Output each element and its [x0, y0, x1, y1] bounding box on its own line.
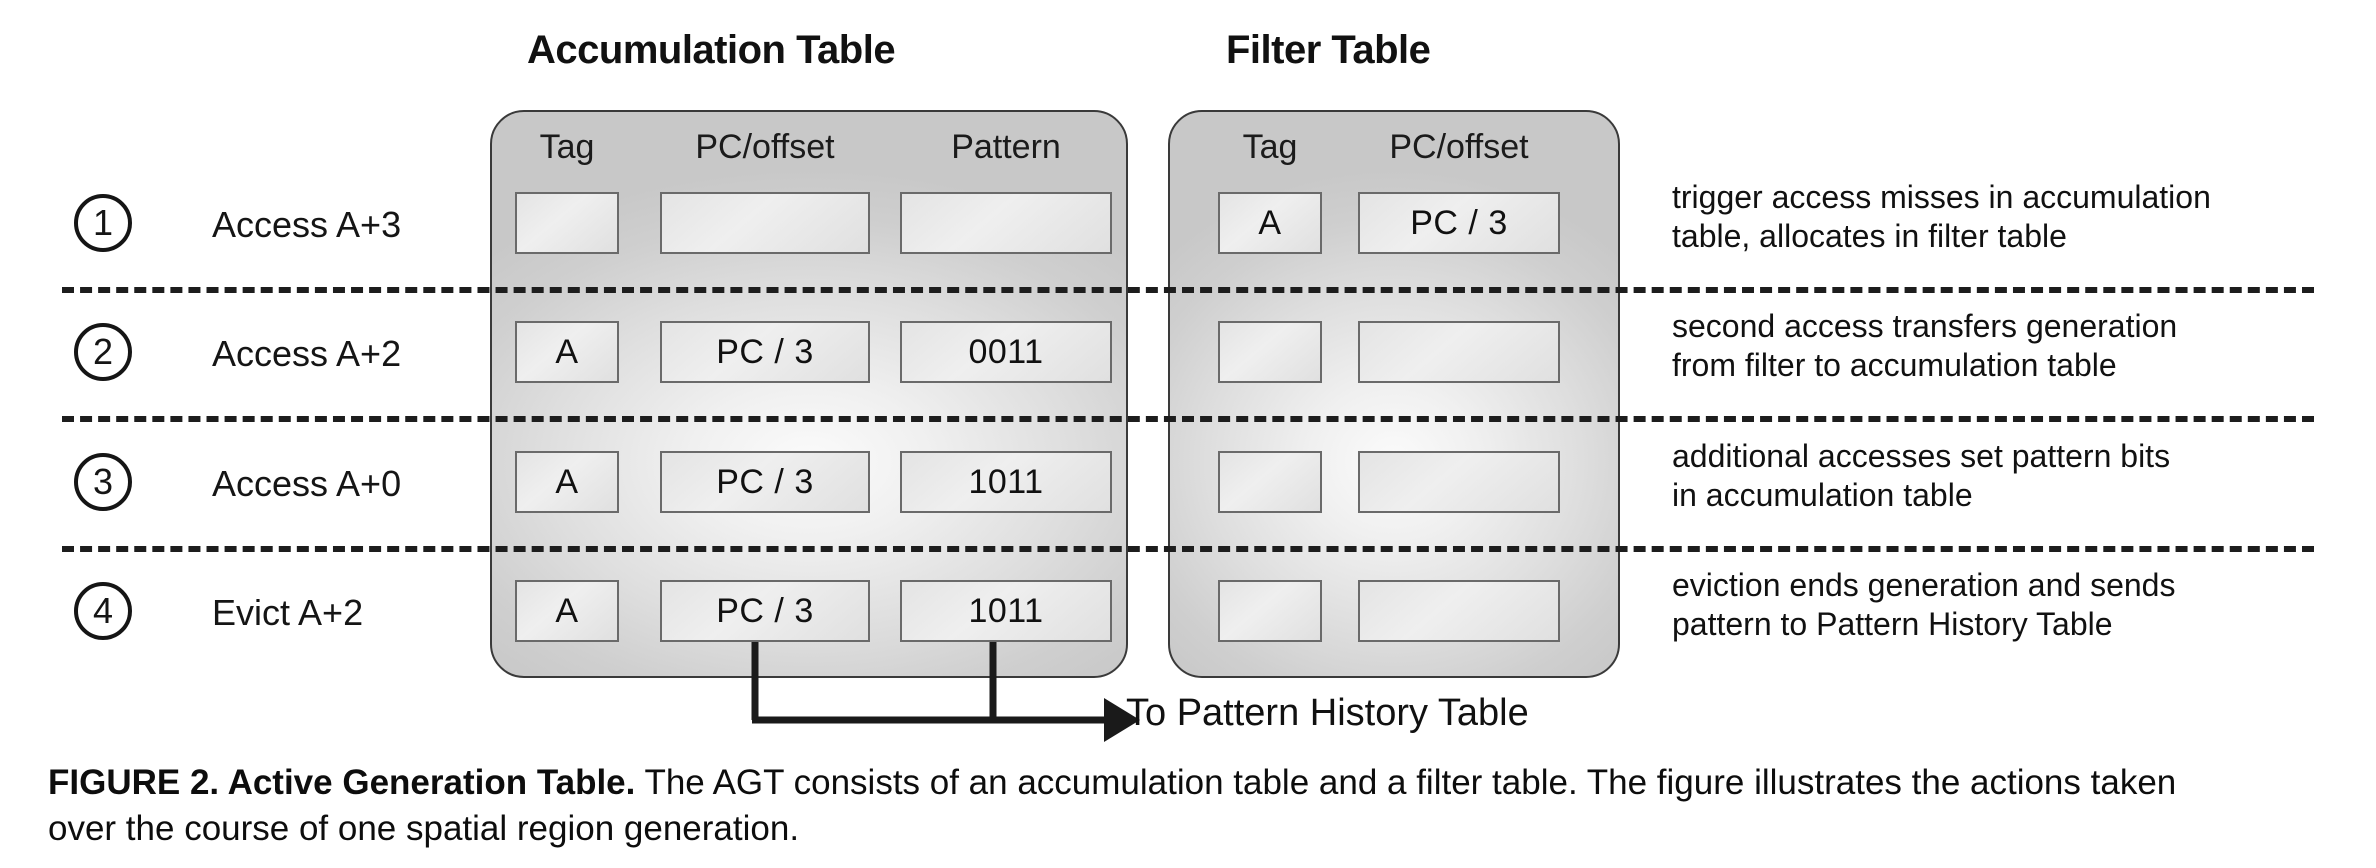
- filter-cell-tag-row3[interactable]: [1218, 451, 1322, 513]
- figure-caption-bold: FIGURE 2. Active Generation Table.: [48, 763, 636, 802]
- stage-note-2: second access transfers generation from …: [1672, 307, 2362, 385]
- accumulation-column-header-pattern: Pattern: [951, 128, 1061, 166]
- accumulation-cell-tag-row3[interactable]: A: [515, 451, 619, 513]
- stage-note-3: additional accesses set pattern bits in …: [1672, 437, 2362, 515]
- accumulation-column-header-pc-offset: PC/offset: [695, 128, 835, 166]
- arrow-head-icon: [1104, 698, 1140, 742]
- stage-label-3: Access A+0: [212, 463, 402, 504]
- figure-caption: FIGURE 2. Active Generation Table. The A…: [48, 760, 2218, 851]
- stage-number-3: 3: [74, 453, 132, 511]
- stage-note-1-line1: trigger access misses in accumulation: [1672, 179, 2211, 215]
- filter-cell-pc-offset-row4[interactable]: [1358, 580, 1560, 642]
- accumulation-cell-tag-row1[interactable]: [515, 192, 619, 254]
- accumulation-cell-pattern-row4[interactable]: 1011: [900, 580, 1112, 642]
- stage-note-4: eviction ends generation and sends patte…: [1672, 566, 2362, 644]
- accumulation-column-header-tag: Tag: [539, 128, 595, 166]
- accumulation-cell-pattern-row1[interactable]: [900, 192, 1112, 254]
- accumulation-cell-tag-row2[interactable]: A: [515, 321, 619, 383]
- stage-divider-3: [62, 546, 2314, 552]
- accumulation-cell-tag-row4[interactable]: A: [515, 580, 619, 642]
- stage-divider-2: [62, 416, 2314, 422]
- accumulation-cell-pc-offset-row3[interactable]: PC / 3: [660, 451, 870, 513]
- filter-cell-tag-row2[interactable]: [1218, 321, 1322, 383]
- stage-note-2-line1: second access transfers generation: [1672, 308, 2178, 344]
- accumulation-cell-pc-offset-row4[interactable]: PC / 3: [660, 580, 870, 642]
- filter-cell-pc-offset-row2[interactable]: [1358, 321, 1560, 383]
- stage-note-4-line2: pattern to Pattern History Table: [1672, 606, 2113, 643]
- accumulation-table-title: Accumulation Table: [527, 28, 896, 72]
- filter-cell-tag-row4[interactable]: [1218, 580, 1322, 642]
- stage-label-4: Evict A+2: [212, 592, 364, 633]
- filter-cell-pc-offset-row1[interactable]: PC / 3: [1358, 192, 1560, 254]
- filter-column-header-pc-offset: PC/offset: [1389, 128, 1529, 166]
- stage-number-2: 2: [74, 323, 132, 381]
- stage-note-3-line2: in accumulation table: [1672, 477, 1973, 514]
- stage-note-1: trigger access misses in accumulation ta…: [1672, 178, 2362, 256]
- stage-label-2: Access A+2: [212, 333, 402, 374]
- pattern-history-output-arrow: [751, 642, 1140, 742]
- stage-divider-1: [62, 287, 2314, 293]
- accumulation-cell-pattern-row2[interactable]: 0011: [900, 321, 1112, 383]
- figure-caption-rest: The AGT consists of an accumulation tabl…: [48, 763, 2177, 848]
- filter-cell-pc-offset-row3[interactable]: [1358, 451, 1560, 513]
- filter-table-title: Filter Table: [1226, 28, 1431, 72]
- stage-note-3-line1: additional accesses set pattern bits: [1672, 438, 2171, 474]
- accumulation-cell-pc-offset-row1[interactable]: [660, 192, 870, 254]
- filter-cell-tag-row1[interactable]: A: [1218, 192, 1322, 254]
- filter-column-header-tag: Tag: [1242, 128, 1298, 166]
- pattern-history-table-label: To Pattern History Table: [1126, 692, 1529, 734]
- stage-label-1: Access A+3: [212, 204, 402, 245]
- stage-number-4: 4: [74, 582, 132, 640]
- accumulation-cell-pattern-row3[interactable]: 1011: [900, 451, 1112, 513]
- stage-number-1: 1: [74, 194, 132, 252]
- stage-note-2-line2: from filter to accumulation table: [1672, 347, 2117, 384]
- stage-note-1-line2: table, allocates in filter table: [1672, 218, 2067, 255]
- stage-note-4-line1: eviction ends generation and sends: [1672, 567, 2176, 603]
- accumulation-cell-pc-offset-row2[interactable]: PC / 3: [660, 321, 870, 383]
